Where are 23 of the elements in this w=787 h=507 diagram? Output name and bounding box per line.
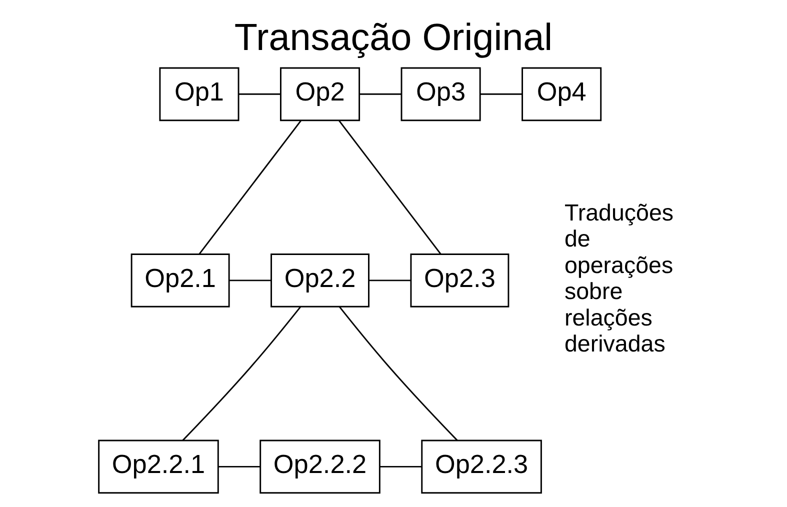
node-box: Op3 bbox=[400, 67, 481, 122]
connector bbox=[338, 120, 442, 255]
connector bbox=[218, 466, 260, 468]
node-box: Op2.2.2 bbox=[260, 440, 380, 494]
connector bbox=[182, 306, 302, 441]
node-box: Op1 bbox=[159, 67, 240, 122]
connector bbox=[369, 280, 411, 282]
node-box: Op2.2 bbox=[270, 254, 370, 308]
connector bbox=[480, 93, 522, 95]
label: Traduções de operações sobre relações derivadas bbox=[564, 199, 674, 356]
node-box: Op4 bbox=[522, 67, 602, 122]
diagram-title: Transação Original bbox=[234, 17, 553, 60]
connector bbox=[238, 93, 281, 95]
connector bbox=[380, 466, 422, 468]
node-box: Op2.2.3 bbox=[421, 440, 542, 494]
node-box: Op2.1 bbox=[130, 254, 230, 308]
node-box: Op2.3 bbox=[410, 254, 510, 308]
connector bbox=[229, 280, 272, 282]
node-box: Op2.2.1 bbox=[98, 440, 219, 494]
connector bbox=[338, 306, 458, 441]
connector bbox=[360, 93, 402, 95]
connector bbox=[198, 120, 302, 255]
node-box: Op2 bbox=[280, 67, 360, 122]
